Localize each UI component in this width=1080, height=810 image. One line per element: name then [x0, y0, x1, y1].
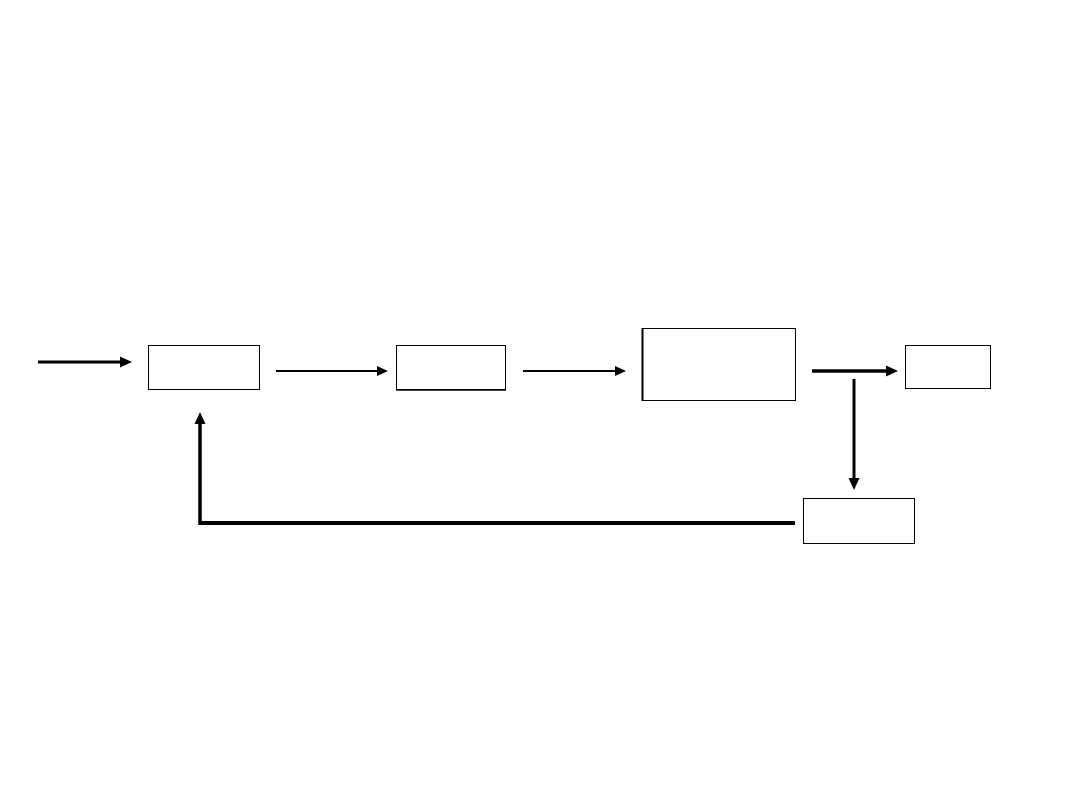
- arrow-block1-to-block2: [276, 366, 388, 376]
- block-2: [396, 345, 506, 391]
- input-arrow: [38, 356, 132, 368]
- arrow-block3-to-block4: [812, 365, 898, 377]
- block-1: [148, 345, 260, 390]
- block-3: [641, 328, 796, 401]
- arrow-branch-to-block5: [848, 379, 860, 490]
- block-5: [803, 498, 915, 544]
- arrow-block2-to-block3: [523, 366, 626, 376]
- block-4: [905, 345, 991, 389]
- feedback-arrow: [194, 412, 795, 525]
